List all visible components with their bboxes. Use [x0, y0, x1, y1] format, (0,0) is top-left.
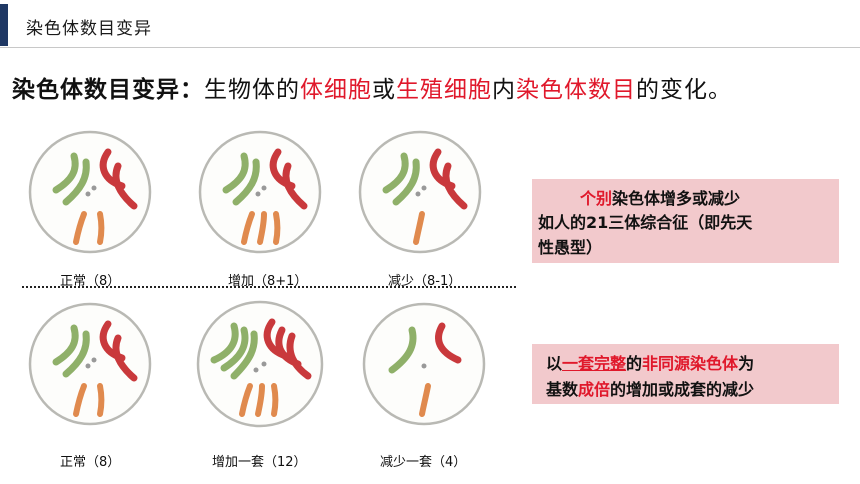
caption-normal-top: 正常（8）	[60, 274, 121, 289]
cell-decrease-one-set	[360, 300, 488, 428]
definition-highlight-1: 体细胞	[300, 77, 372, 103]
box2-text-f: 基数	[546, 380, 579, 399]
box2-text-a: 以	[546, 354, 563, 373]
chromosome-illustration	[362, 302, 486, 426]
definition-text-3: 内	[492, 77, 516, 103]
caption-normal-bottom: 正常（8）	[60, 455, 121, 470]
chromosome-illustration	[198, 130, 322, 254]
cell-increase-one-set	[192, 300, 328, 428]
box2-highlight-multiple: 成倍	[578, 380, 611, 399]
annotation-box-set: 以一套完整的非同源染色体为 基数成倍的增加或成套的减少	[532, 344, 839, 404]
caption-decrease-bottom: 减少一套（4）	[380, 455, 467, 470]
caption-decrease-top: 减少（8-1）	[388, 274, 462, 289]
definition-text-4: 的变化。	[636, 77, 732, 103]
definition-term: 染色体数目变异：	[12, 77, 204, 103]
definition-sentence: 染色体数目变异：生物体的体细胞或生殖细胞内染色体数目的变化。	[12, 70, 732, 104]
cell-increase-8-plus-1	[196, 128, 324, 256]
cell-decrease-8-minus-1	[356, 128, 484, 256]
box1-line1-rest: 染色体增多或减少	[612, 189, 741, 208]
chromosome-illustration	[358, 130, 482, 254]
cell-normal-8-bottom	[26, 300, 154, 428]
annotation-box-individual: 个别染色体增多或减少 如人的21三体综合征（即先天 性愚型）	[532, 179, 839, 263]
box1-line3: 性愚型）	[538, 238, 603, 257]
chromosome-illustration	[28, 130, 152, 254]
definition-text-1: 生物体的	[204, 77, 300, 103]
definition-highlight-2: 生殖细胞	[396, 77, 492, 103]
box1-highlight: 个别	[580, 189, 613, 208]
box2-text-h: 的增加或成套的减少	[610, 380, 755, 399]
definition-text-2: 或	[372, 77, 396, 103]
box2-text-e: 为	[738, 354, 755, 373]
header-accent-bar	[0, 4, 8, 46]
chromosome-illustration	[196, 300, 324, 428]
chromosome-illustration	[28, 302, 152, 426]
definition-highlight-3: 染色体数目	[516, 77, 636, 103]
page-title: 染色体数目变异	[26, 19, 152, 39]
caption-increase-top: 增加（8+1）	[228, 274, 308, 289]
box2-line1: 以一套完整的非同源染色体为	[546, 350, 754, 374]
box1-line2: 如人的21三体综合征（即先天	[538, 213, 753, 232]
caption-increase-bottom: 增加一套（12）	[212, 455, 307, 470]
dotted-divider	[22, 286, 516, 288]
box1-line1: 个别染色体增多或减少	[580, 185, 740, 209]
cell-normal-8-top	[26, 128, 154, 256]
box2-text-c: 的	[626, 354, 643, 373]
box2-highlight-nonhomologous: 非同源染色体	[642, 354, 739, 373]
box2-highlight-complete-set: 一套完整	[562, 354, 627, 373]
header-divider	[0, 47, 860, 48]
box2-line2: 基数成倍的增加或成套的减少	[546, 376, 754, 400]
